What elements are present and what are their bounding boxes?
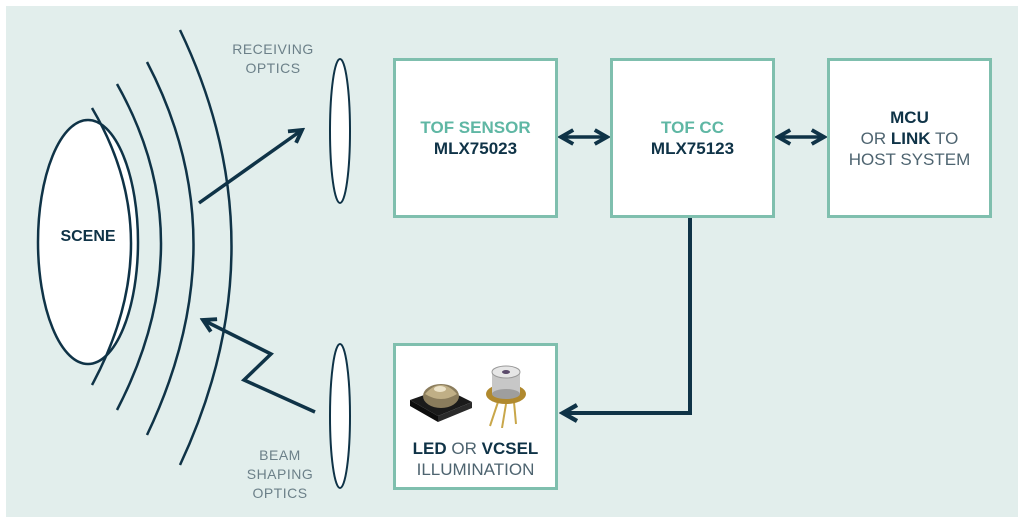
beam-shaping-optics-label: BEAM SHAPING OPTICS	[225, 446, 335, 503]
illumination-box: LED OR VCSEL ILLUMINATION	[393, 343, 558, 490]
illumination-or: OR	[451, 439, 477, 458]
mcu-box: MCU OR LINK TO HOST SYSTEM	[827, 58, 992, 218]
tof-sensor-box: TOF SENSOR MLX75023	[393, 58, 558, 218]
illumination-vcsel: VCSEL	[481, 439, 539, 458]
mcu-link: LINK	[890, 128, 931, 148]
receiving-optics-line2: OPTICS	[245, 60, 301, 76]
wavefront-arc-2	[115, 83, 163, 411]
illumination-label: ILLUMINATION	[416, 460, 535, 479]
scene-ellipse	[36, 118, 140, 366]
receiving-optics-label: RECEIVING OPTICS	[218, 40, 328, 78]
tof-sensor-part: MLX75023	[433, 139, 518, 158]
illumination-component-images	[409, 365, 526, 428]
led-component-icon	[409, 384, 472, 422]
beam-shaping-lens	[329, 343, 351, 489]
wavefront-arc-1	[90, 107, 133, 386]
beam-shaping-line3: OPTICS	[252, 485, 308, 501]
scene-label: SCENE	[60, 228, 116, 245]
tof-cc-title: TOF CC	[661, 118, 724, 137]
illumination-led: LED	[412, 439, 447, 458]
mcu-to: TO	[935, 128, 959, 148]
reflected-light-arrow	[197, 130, 302, 205]
tof-cc-box: TOF CC MLX75123	[610, 58, 775, 218]
tof-cc-part: MLX75123	[650, 139, 735, 158]
mcu-host-system: HOST SYSTEM	[848, 149, 971, 169]
wavefront-arc-3	[145, 61, 195, 436]
beam-shaping-line1: BEAM	[259, 447, 301, 463]
beam-shaping-line2: SHAPING	[246, 466, 314, 482]
cc-illumination-control-arrow	[563, 218, 692, 413]
receiving-optics-line1: RECEIVING	[232, 41, 314, 57]
tof-sensor-title: TOF SENSOR	[420, 118, 531, 137]
emitted-light-arrow	[203, 320, 316, 414]
wavefront-arcs	[90, 29, 233, 466]
mcu-or: OR	[860, 128, 887, 148]
vcsel-laser-diode-icon	[485, 365, 526, 428]
mcu-title: MCU	[890, 107, 929, 127]
wavefront-arc-4	[178, 29, 233, 466]
receiving-lens	[329, 58, 351, 204]
